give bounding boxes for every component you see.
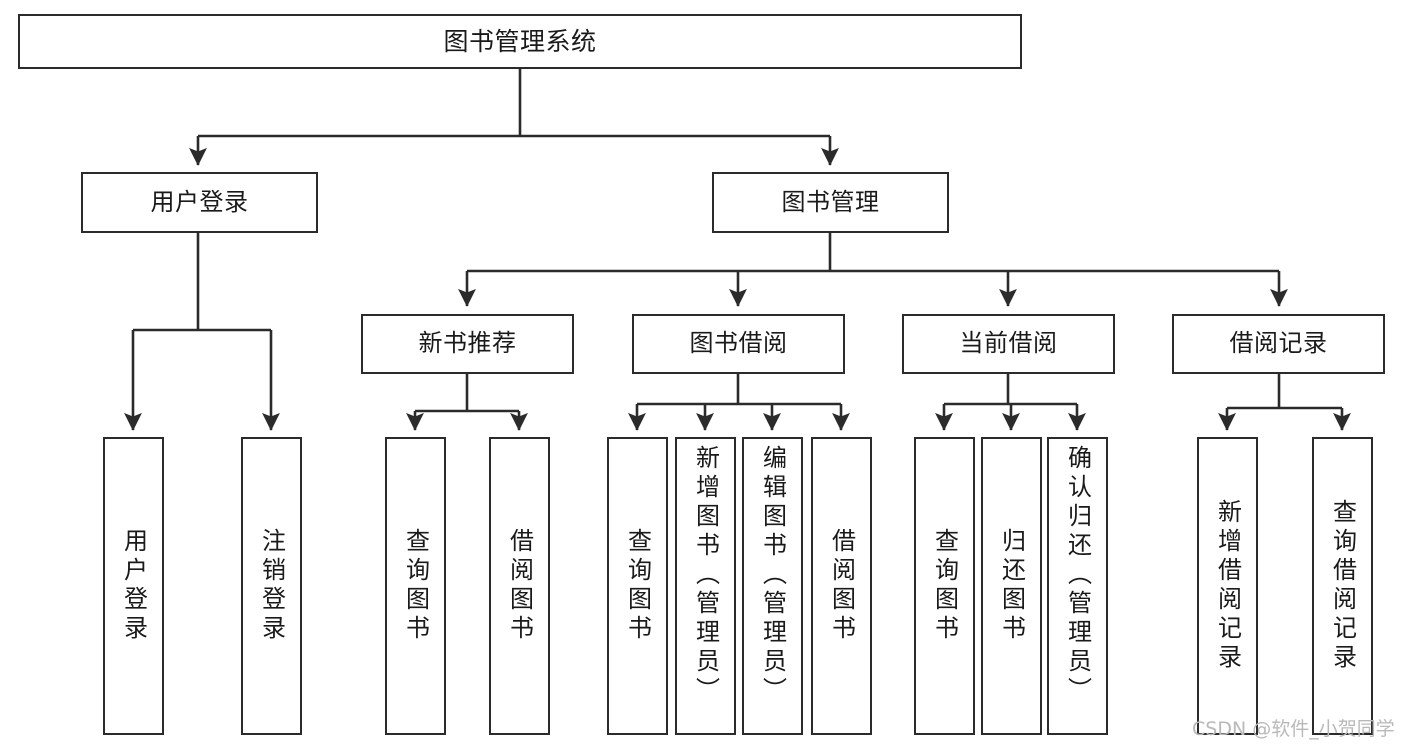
- node-new-book-recommendation[interactable]: 新书推荐: [361, 314, 574, 374]
- leaf-current-borrow-query-books[interactable]: 查询图书: [914, 437, 975, 735]
- node-book-management-system[interactable]: 图书管理系统: [18, 14, 1022, 69]
- leaf-book-borrow-edit-book-admin[interactable]: 编辑图书（管理员）: [742, 437, 803, 735]
- node-label: 借阅图书: [827, 528, 856, 644]
- csdn-watermark: CSDN @软件_小贺同学: [1192, 718, 1395, 740]
- leaf-user-login-logout[interactable]: 注销登录: [241, 437, 302, 735]
- leaf-borrow-record-add-record[interactable]: 新增借阅记录: [1197, 437, 1258, 735]
- node-label: 查询图书: [623, 528, 652, 644]
- node-label: 归还图书: [997, 528, 1026, 644]
- node-label: 新增图书（管理员）: [691, 445, 720, 706]
- node-label: 确认归还（管理员）: [1063, 445, 1092, 706]
- leaf-book-borrow-query-books[interactable]: 查询图书: [607, 437, 668, 735]
- node-label: 图书管理系统: [443, 27, 597, 56]
- node-book-borrowing[interactable]: 图书借阅: [632, 314, 845, 374]
- node-label: 用户登录: [150, 187, 249, 216]
- node-label: 借阅图书: [505, 528, 534, 644]
- node-label: 查询图书: [930, 528, 959, 644]
- node-current-borrowing[interactable]: 当前借阅: [902, 314, 1115, 374]
- leaf-new-book-query-books[interactable]: 查询图书: [385, 437, 446, 735]
- node-label: 图书借阅: [689, 329, 788, 358]
- node-label: 借阅记录: [1229, 329, 1328, 358]
- leaf-new-book-borrow-books[interactable]: 借阅图书: [489, 437, 550, 735]
- node-label: 图书管理: [781, 187, 880, 216]
- leaf-user-login-login[interactable]: 用户登录: [103, 437, 164, 735]
- node-label: 新增借阅记录: [1213, 499, 1242, 673]
- leaf-borrow-record-query-record[interactable]: 查询借阅记录: [1312, 437, 1373, 735]
- node-label: 新书推荐: [418, 329, 517, 358]
- leaf-current-borrow-confirm-return-admin[interactable]: 确认归还（管理员）: [1047, 437, 1108, 735]
- node-label: 用户登录: [119, 528, 148, 644]
- leaf-book-borrow-borrow-books[interactable]: 借阅图书: [811, 437, 872, 735]
- node-label: 注销登录: [257, 528, 286, 644]
- node-borrowing-records[interactable]: 借阅记录: [1172, 314, 1385, 374]
- node-label: 查询图书: [401, 528, 430, 644]
- node-book-management[interactable]: 图书管理: [712, 172, 949, 233]
- node-label: 查询借阅记录: [1328, 499, 1357, 673]
- leaf-book-borrow-add-book-admin[interactable]: 新增图书（管理员）: [675, 437, 736, 735]
- node-label: 当前借阅: [959, 329, 1058, 358]
- node-user-login[interactable]: 用户登录: [81, 172, 318, 233]
- leaf-current-borrow-return-books[interactable]: 归还图书: [981, 437, 1042, 735]
- node-label: 编辑图书（管理员）: [758, 445, 787, 706]
